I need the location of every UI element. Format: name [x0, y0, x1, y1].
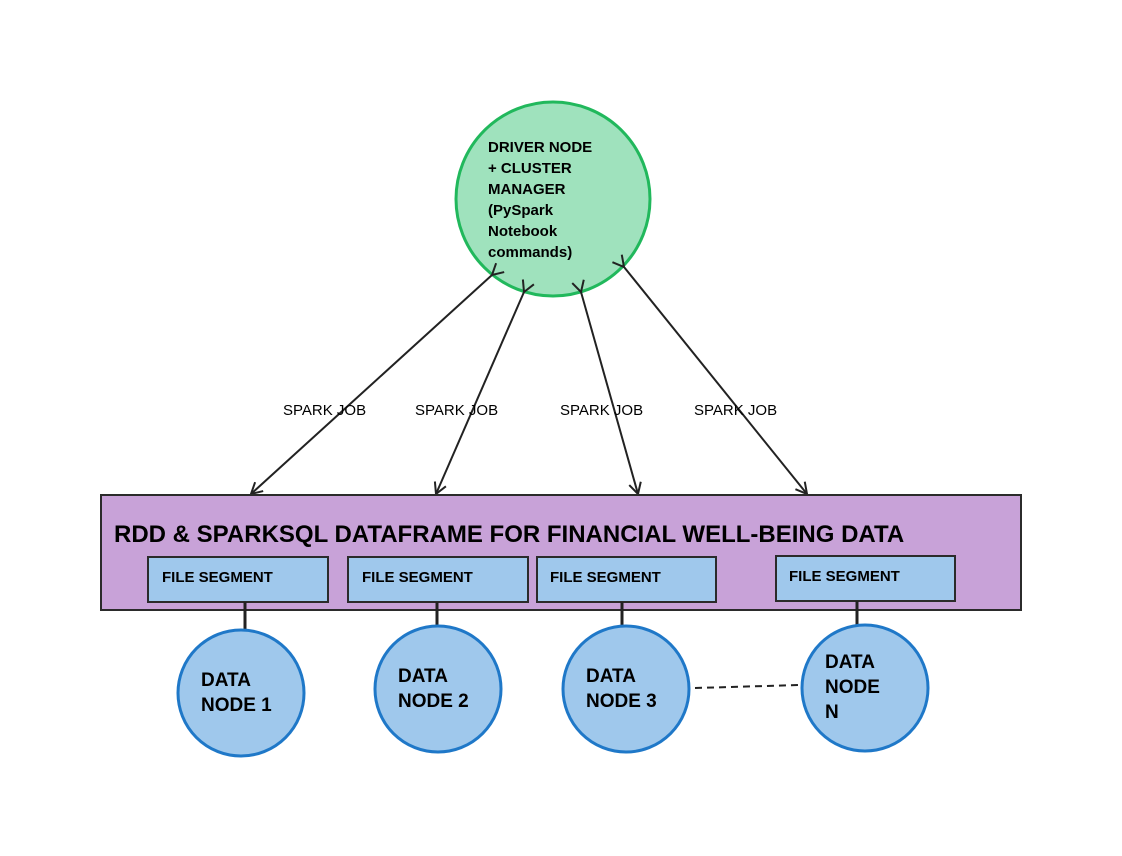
ellipsis-dashed-link: [694, 684, 801, 689]
spark-job-label-4: SPARK JOB: [694, 402, 778, 419]
data-node-n[interactable]: [800, 623, 930, 753]
spark-job-arrow-2: [436, 292, 524, 494]
data-node-label-2: DATA NODE 2: [398, 666, 469, 712]
file-segment-1[interactable]: [147, 556, 329, 603]
data-node-1[interactable]: [176, 628, 306, 758]
file-segment-2[interactable]: [347, 556, 529, 603]
file-segment-label-1: FILE SEGMENT: [162, 569, 273, 586]
spark-job-arrow-1: [251, 275, 492, 494]
spark-job-label-2: SPARK JOB: [415, 402, 499, 419]
data-node-label-n: DATA NODE N: [825, 652, 880, 723]
data-node-2[interactable]: [373, 624, 503, 754]
spark-job-arrow-3: [581, 292, 638, 494]
data-node-3[interactable]: [561, 624, 691, 754]
file-segment-3[interactable]: [536, 556, 717, 603]
data-node-label-1: DATA NODE 1: [201, 670, 272, 716]
spark-job-label-3: SPARK JOB: [560, 402, 644, 419]
container-title: RDD & SPARKSQL DATAFRAME FOR FINANCIAL W…: [114, 521, 905, 548]
driver-node-label: DRIVER NODE + CLUSTER MANAGER (PySpark N…: [488, 139, 593, 261]
file-segment-label-4: FILE SEGMENT: [789, 568, 900, 585]
spark-job-label-1: SPARK JOB: [283, 402, 367, 419]
file-segment-label-3: FILE SEGMENT: [550, 569, 661, 586]
data-node-label-3: DATA NODE 3: [586, 666, 657, 712]
driver-node[interactable]: [454, 100, 652, 298]
spark-job-arrow-4: [624, 267, 807, 494]
file-segment-label-2: FILE SEGMENT: [362, 569, 473, 586]
file-segment-4[interactable]: [775, 555, 956, 602]
